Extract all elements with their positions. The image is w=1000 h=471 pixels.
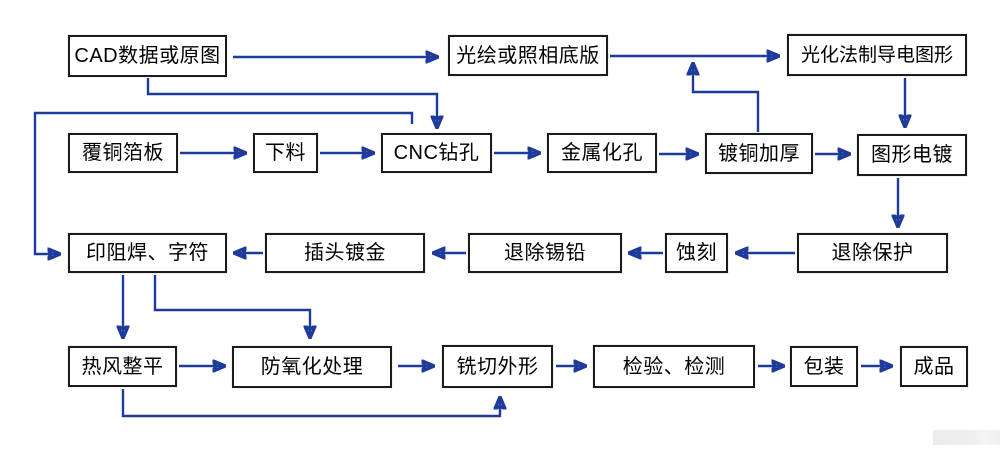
watermark-remnant <box>933 430 1000 445</box>
node-pth: 金属化孔 <box>547 133 657 173</box>
node-label: 成品 <box>913 355 955 378</box>
node-label: 镀铜加厚 <box>718 142 800 165</box>
node-pattern-plating: 图形电镀 <box>857 134 967 176</box>
node-inspection: 检验、检测 <box>593 345 755 388</box>
node-connector-gold: 插头镀金 <box>265 233 425 273</box>
node-label: 退除保护 <box>831 242 914 264</box>
edge-hasl-to-routing <box>121 389 500 418</box>
edge-copper-to-photochem <box>693 64 760 132</box>
node-label: CNC钻孔 <box>393 142 480 164</box>
node-photo-plot: 光绘或照相底版 <box>448 35 608 76</box>
node-anti-oxidation: 防氧化处理 <box>232 346 392 388</box>
node-cad-data: CAD数据或原图 <box>68 35 227 77</box>
node-label: 金属化孔 <box>561 142 643 164</box>
node-label: 下料 <box>265 142 306 164</box>
node-label: CAD数据或原图 <box>74 45 221 67</box>
node-solder-mask: 印阻焊、字符 <box>68 233 227 273</box>
node-ccl: 覆铜箔板 <box>68 133 178 173</box>
node-copper-thickening: 镀铜加厚 <box>705 133 813 174</box>
node-label: 图形电镀 <box>871 144 953 166</box>
node-finished-product: 成品 <box>900 346 968 387</box>
node-etching: 蚀刻 <box>665 233 728 273</box>
node-label: 印阻焊、字符 <box>86 242 209 264</box>
node-cnc-drill: CNC钻孔 <box>381 133 492 173</box>
node-label: 光化法制导电图形 <box>800 44 953 66</box>
node-label: 覆铜箔板 <box>82 142 164 164</box>
node-label: 蚀刻 <box>676 242 717 264</box>
node-label: 退除锡铅 <box>504 242 586 264</box>
node-cutting: 下料 <box>253 133 318 173</box>
node-packaging: 包装 <box>790 346 858 387</box>
node-label: 防氧化处理 <box>260 356 364 378</box>
node-label: 检验、检测 <box>622 355 726 378</box>
node-photochem-pattern: 光化法制导电图形 <box>787 34 967 76</box>
node-routing: 铣切外形 <box>442 345 553 388</box>
node-label: 包装 <box>803 355 845 378</box>
node-label: 铣切外形 <box>456 355 539 378</box>
edge-soldermask-to-antiox <box>153 275 310 337</box>
node-tin-lead-strip: 退除锡铅 <box>468 233 622 273</box>
node-label: 插头镀金 <box>304 242 386 264</box>
node-label: 光绘或照相底版 <box>456 44 600 67</box>
node-resist-strip: 退除保护 <box>797 233 948 273</box>
node-label: 热风整平 <box>81 355 164 378</box>
node-hasl: 热风整平 <box>68 346 177 387</box>
edge-cad-to-cncdrill <box>146 78 437 127</box>
